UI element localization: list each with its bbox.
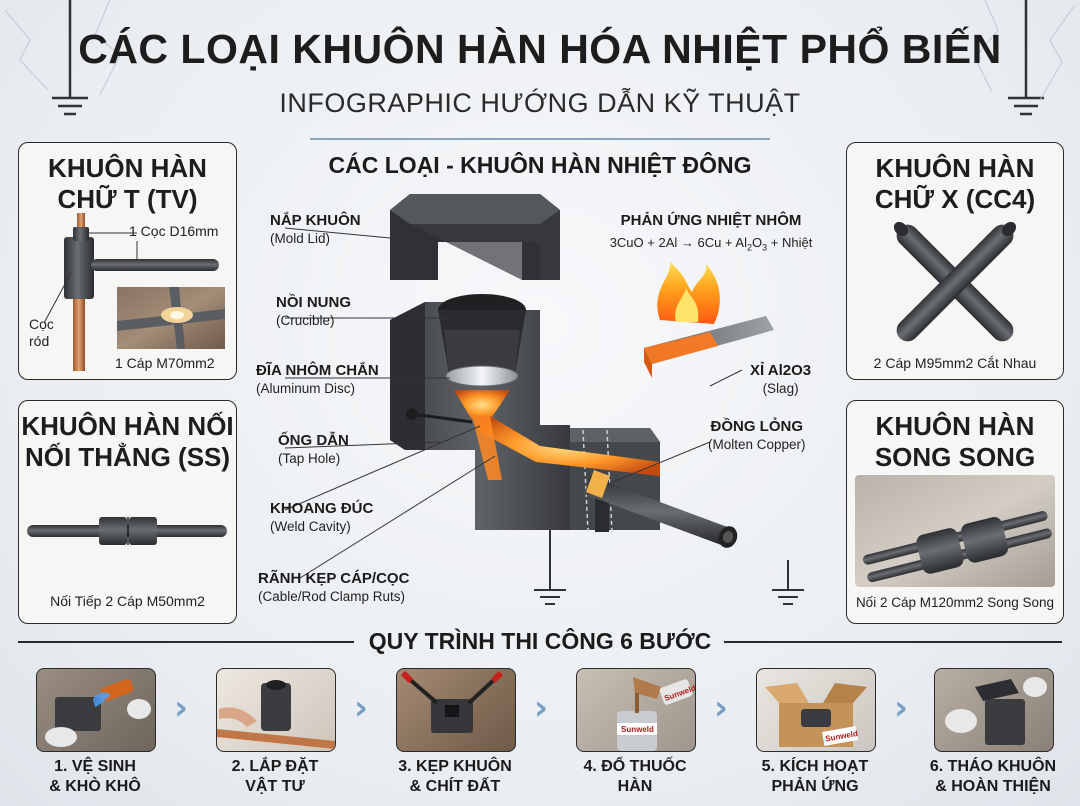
step-1-label: 1. VỆ SINH& KHÒ KHÔ (49, 758, 141, 795)
panel-t-title-1: KHUÔN HÀN (48, 153, 207, 183)
label-mold-lid: NẮP KHUÔN(Mold Lid) (270, 212, 361, 246)
title-divider (310, 138, 770, 140)
t-rod-label: Cọc ród (29, 316, 54, 350)
label-slag: XỈ Al2O3(Slag) (750, 362, 812, 396)
step-3-label: 3. KẸP KHUÔN& CHÍT ĐẤT (398, 758, 512, 795)
panel-parallel-mold: KHUÔN HÀN SONG SONG (VV) Nối 2 Cáp M120m… (846, 400, 1064, 624)
page-subtitle: INFOGRAPHIC HƯỚNG DẪN KỸ THUẬT (279, 88, 801, 118)
page-title: CÁC LOẠI KHUÔN HÀN HÓA NHIỆT PHỔ BIẾN (78, 26, 1002, 72)
straight-mold-illustration (27, 517, 227, 545)
x-mold-illustration (893, 221, 1017, 342)
step-4-image: Sunweld Sunweld (576, 668, 696, 752)
step-arrow-2: › (354, 688, 369, 728)
reaction-block: PHẢN ỨNG NHIỆT NHÔM 3CuO + 2Al → 6Cu + A… (600, 212, 822, 253)
step-4-brand: Sunweld (621, 725, 654, 734)
ground-symbols-top (4, 0, 1076, 116)
t-caption: 1 Cáp M70mm2 (115, 355, 215, 371)
label-aluminum-disc: ĐĨA NHÔM CHẮN(Aluminum Disc) (256, 362, 379, 396)
step-1-image (36, 668, 156, 752)
panel-straight-mold: KHUÔN HÀN NỐI NỐI THẲNG (SS) Nối Tiếp 2 … (18, 400, 237, 624)
process-rule-right (724, 641, 1062, 643)
label-tap-hole: ỐNG DẪN(Tap Hole) (278, 432, 349, 466)
panel-x-title-1: KHUÔN HÀN (875, 153, 1035, 183)
label-molten-copper: ĐỒNG LỎNG(Molten Copper) (708, 418, 806, 452)
step-arrow-4: › (714, 688, 729, 728)
parallel-mold-illustration (855, 475, 1055, 587)
label-crucible: NỒI NUNG(Crucible) (276, 294, 351, 328)
step-arrow-1: › (174, 688, 189, 728)
center-heading: CÁC LOẠI - KHUÔN HÀN NHIỆT ĐÔNG (328, 152, 752, 178)
reaction-title: PHẢN ỨNG NHIỆT NHÔM (620, 212, 802, 229)
panel-ss-title-1: KHUÔN HÀN NỐI (21, 411, 234, 441)
step-arrow-3: › (534, 688, 549, 728)
step-3-image (396, 668, 516, 752)
step-6-image (934, 668, 1054, 752)
label-weld-cavity: KHOANG ĐÚC(Weld Cavity) (270, 500, 374, 534)
t-rod-label-2: ród (29, 333, 50, 349)
step-5-image: Sunweld (756, 668, 876, 752)
step-6-label: 6. THÁO KHUÔN& HOÀN THIỆN (929, 758, 1057, 795)
ss-caption: Nối Tiếp 2 Cáp M50mm2 (50, 593, 205, 609)
step-arrow-5: › (894, 688, 909, 728)
process-rule-left (18, 641, 354, 643)
panel-t-mold: KHUÔN HÀN CHỮ T (TV) 1 Cọc D16mm Cọc ród… (18, 142, 237, 380)
step-2-image (216, 668, 336, 752)
t-mold-illustration (43, 213, 225, 371)
label-clamp-ruts: RÃNH KẸP CÁP/CỌC(Cable/Rod Clamp Ruts) (258, 570, 410, 604)
panel-x-mold: KHUÔN HÀN CHỮ X (CC4) 2 Cáp M95mm2 Cắt N… (846, 142, 1064, 380)
reaction-equation: 3CuO + 2Al → 6Cu + Al2O3 + Nhiệt (609, 235, 813, 253)
panel-vv-title-1: KHUÔN HÀN (875, 411, 1035, 441)
x-caption: 2 Cáp M95mm2 Cắt Nhau (873, 355, 1037, 371)
panel-t-title-2: CHỮ T (TV) (57, 184, 198, 214)
mold-cross-section (284, 194, 804, 605)
t-rod-spec-label: 1 Cọc D16mm (129, 223, 219, 239)
panel-x-title-2: CHỮ X (CC4) (874, 184, 1036, 214)
panel-ss-title-2: NỐI THẲNG (SS) (24, 442, 231, 472)
t-rod-label-1: Cọc (29, 316, 54, 332)
vv-caption: Nối 2 Cáp M120mm2 Song Song (855, 595, 1055, 610)
process-heading: QUY TRÌNH THI CÔNG 6 BƯỚC (368, 628, 712, 654)
